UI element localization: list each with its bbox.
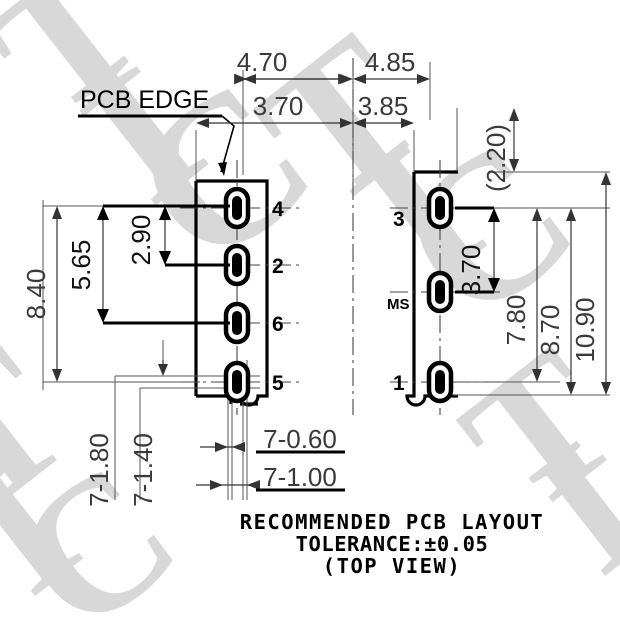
pad-2 — [223, 243, 251, 287]
dim-7-80: 7.80 — [501, 208, 542, 382]
caption-line-3: (TOP VIEW) — [323, 554, 461, 578]
pcb-edge-annotation: PCB EDGE — [78, 86, 235, 176]
pad-3 — [426, 186, 454, 230]
pad-label-5: 5 — [272, 372, 284, 395]
caption-line-1: RECOMMENDED PCB LAYOUT — [240, 510, 545, 534]
right-dimensions: 3.70 7.80 8.70 10.90 — [455, 172, 611, 395]
pad-group-right — [426, 186, 454, 404]
pad-group-left — [223, 186, 251, 404]
dim-5-65: 5.65 — [66, 204, 230, 325]
pad-label-3: 3 — [393, 208, 405, 231]
pad-4 — [223, 186, 251, 230]
dim-label-7-1-80: 7-1.80 — [84, 433, 114, 507]
pad-label-4: 4 — [272, 198, 284, 221]
dim-8-40: 8.40 — [21, 206, 62, 382]
dim-label-10-90: 10.90 — [570, 297, 600, 362]
dim-label-7-1-40: 7-1.40 — [128, 433, 158, 507]
dim-8-70: 8.70 — [535, 208, 576, 395]
dim-label-2-20: (2.20) — [481, 124, 511, 192]
dim-label-7-0-60: 7-0.60 — [263, 424, 337, 454]
dim-3-85: 3.85 — [353, 91, 414, 128]
pad-label-6: 6 — [272, 313, 284, 336]
pad-label-1: 1 — [393, 372, 405, 395]
pad-1 — [426, 360, 454, 404]
dim-7-1-00: 7-1.00 — [196, 462, 345, 492]
pin-labels: 4 2 6 5 3 MS 1 — [272, 198, 410, 395]
dim-label-4-85: 4.85 — [365, 47, 416, 77]
bottom-dimensions: 7-1.80 7-1.40 7-0.60 7-1.00 — [84, 340, 345, 507]
dim-3-70-top: 3.70 — [196, 91, 353, 128]
dim-label-8-40: 8.40 — [21, 269, 51, 320]
caption-line-2: TOLERANCE:±0.05 — [296, 532, 489, 556]
pad-5 — [223, 360, 251, 404]
pad-ms — [426, 270, 454, 314]
dim-label-5-65: 5.65 — [66, 240, 96, 291]
pcb-edge-label: PCB EDGE — [80, 86, 209, 114]
dim-4-85: 4.85 — [353, 47, 430, 84]
dim-4-70: 4.70 — [234, 47, 353, 85]
dim-label-3-85: 3.85 — [358, 91, 409, 121]
left-dimensions: 8.40 5.65 2.90 — [21, 204, 230, 382]
dim-small-gap — [158, 340, 168, 376]
dim-label-2-90: 2.90 — [126, 215, 156, 266]
dim-3-70-right: 3.70 — [455, 206, 500, 296]
top-dimensions: 4.70 4.85 3.70 3.85 (2.20 — [195, 47, 519, 192]
pad-label-ms: MS — [387, 296, 410, 313]
dim-label-3-70-right: 3.70 — [456, 245, 486, 296]
pad-label-2: 2 — [272, 255, 284, 278]
dim-7-0-60: 7-0.60 — [200, 424, 345, 454]
dim-label-3-70-top: 3.70 — [253, 91, 304, 121]
dim-label-7-80: 7.80 — [501, 295, 531, 346]
dim-label-8-70: 8.70 — [535, 305, 565, 356]
dim-2-90: 2.90 — [126, 206, 230, 267]
caption-block: RECOMMENDED PCB LAYOUT TOLERANCE:±0.05 (… — [240, 510, 545, 578]
dim-10-90: 10.90 — [570, 172, 611, 395]
dim-label-7-1-00: 7-1.00 — [263, 462, 337, 492]
dim-label-4-70: 4.70 — [237, 47, 288, 77]
dim-2-20: (2.20) — [456, 108, 519, 192]
